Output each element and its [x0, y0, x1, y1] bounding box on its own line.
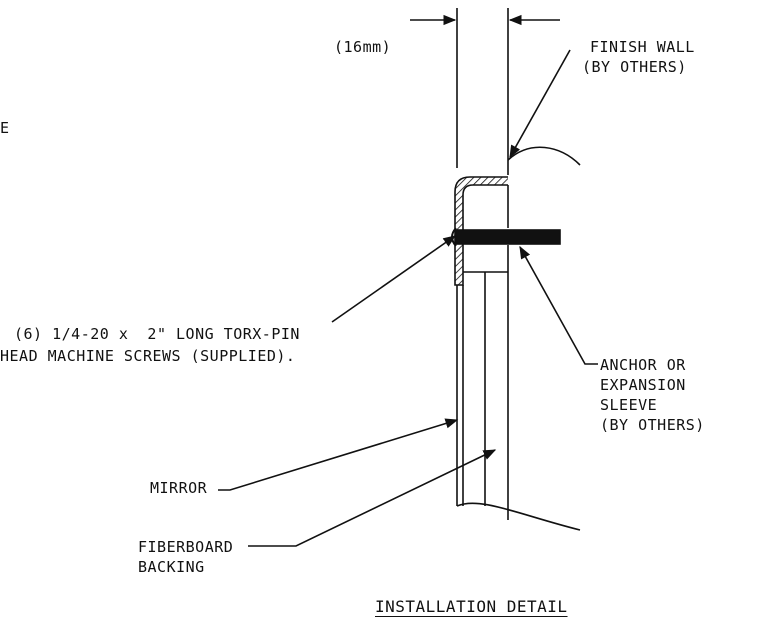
anchor-label-line2: EXPANSION — [600, 376, 686, 394]
wall-break-line-bottom — [456, 502, 581, 531]
dimension-label: (16mm) — [334, 38, 392, 56]
clip-hatch-top — [455, 177, 508, 285]
screws-label-line2: HEAD MACHINE SCREWS (SUPPLIED). — [0, 347, 296, 365]
anchor-label-line3: SLEEVE — [600, 396, 658, 414]
screws-label-line1: (6) 1/4-20 x 2" LONG TORX-PIN — [14, 325, 300, 343]
finish-wall-leader — [509, 49, 571, 159]
backing-leader — [248, 449, 497, 547]
screw-leader — [331, 235, 457, 323]
anchor-label-line4: (BY OTHERS) — [600, 416, 705, 434]
finish-wall-label-line2: (BY OTHERS) — [582, 58, 687, 76]
machine-screw — [455, 229, 561, 245]
finish-wall-label-line1: FINISH WALL — [590, 38, 695, 56]
drawing-title: INSTALLATION DETAIL — [375, 597, 568, 616]
backing-label-line1: FIBERBOARD — [138, 538, 234, 556]
mirror-label: MIRROR — [150, 479, 208, 497]
edge-fragment-text: E — [0, 119, 10, 137]
wall-break-line-top — [507, 146, 581, 166]
mirror-leader — [218, 418, 459, 491]
anchor-leader — [519, 245, 598, 365]
anchor-label-line1: ANCHOR OR — [600, 356, 686, 374]
backing-label-line2: BACKING — [138, 558, 205, 576]
